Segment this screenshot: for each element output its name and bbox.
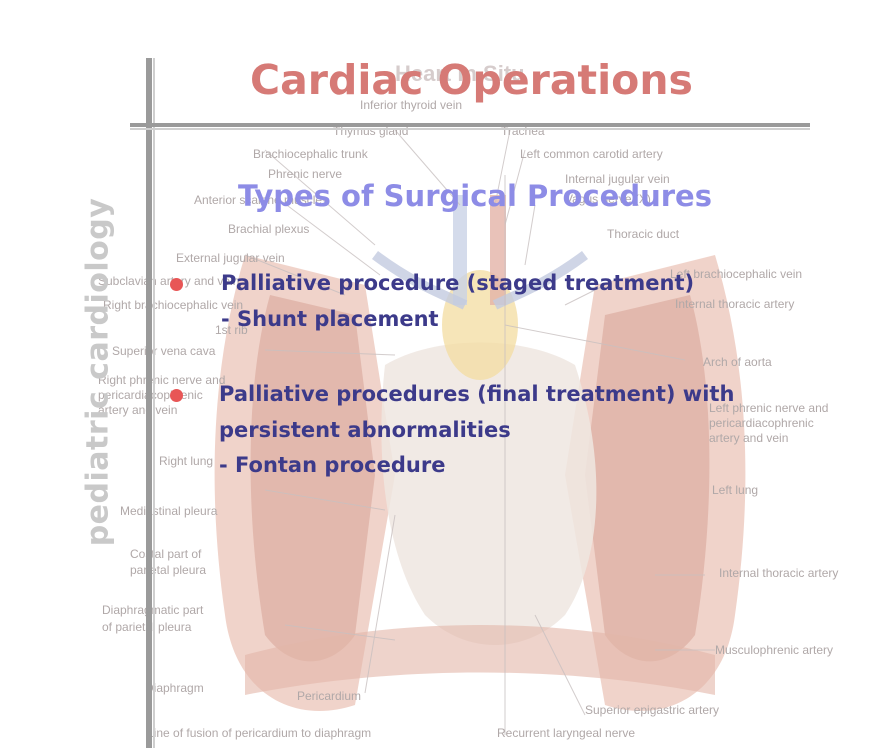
bullet-1-text: Palliative procedure (staged treatment) bbox=[221, 271, 695, 295]
svg-text:Right phrenic nerve and: Right phrenic nerve and bbox=[98, 373, 225, 387]
svg-text:Heart in Situ: Heart in Situ bbox=[395, 61, 525, 86]
horizontal-rule-shadow bbox=[130, 128, 810, 130]
svg-text:Arch of aorta: Arch of aorta bbox=[703, 355, 772, 369]
svg-text:Left phrenic nerve and: Left phrenic nerve and bbox=[709, 401, 828, 415]
svg-text:Inferior thyroid vein: Inferior thyroid vein bbox=[360, 98, 462, 112]
svg-text:Right lung: Right lung bbox=[159, 454, 213, 468]
svg-text:pericardiacophrenic: pericardiacophrenic bbox=[709, 416, 814, 430]
svg-text:Superior vena cava: Superior vena cava bbox=[112, 344, 216, 358]
sidebar-text: pediatric cardiology bbox=[80, 197, 116, 547]
svg-text:Recurrent laryngeal nerve: Recurrent laryngeal nerve bbox=[497, 726, 635, 740]
svg-text:Brachial plexus: Brachial plexus bbox=[228, 222, 309, 236]
slide-title: Cardiac Operations bbox=[250, 56, 693, 104]
svg-text:parietal pleura: parietal pleura bbox=[130, 563, 206, 577]
bullet-dot bbox=[170, 278, 183, 291]
svg-text:artery and vein: artery and vein bbox=[98, 403, 177, 417]
svg-text:Pericardium: Pericardium bbox=[297, 689, 361, 703]
bullet-1-subitem: - Shunt placement bbox=[221, 307, 439, 331]
svg-text:Musculophrenic artery: Musculophrenic artery bbox=[715, 643, 833, 657]
svg-text:Diaphragm: Diaphragm bbox=[145, 681, 204, 695]
svg-text:Mediastinal pleura: Mediastinal pleura bbox=[120, 504, 218, 518]
svg-text:Internal thoracic artery: Internal thoracic artery bbox=[719, 566, 838, 580]
svg-text:Internal jugular vein: Internal jugular vein bbox=[565, 172, 670, 186]
svg-text:1st rib: 1st rib bbox=[215, 323, 248, 337]
svg-text:Line of fusion of pericardium: Line of fusion of pericardium to diaphra… bbox=[147, 726, 371, 740]
svg-text:artery and vein: artery and vein bbox=[709, 431, 788, 445]
horizontal-rule bbox=[130, 123, 810, 127]
svg-text:Left lung: Left lung bbox=[712, 483, 758, 497]
svg-text:Internal thoracic artery: Internal thoracic artery bbox=[675, 297, 794, 311]
svg-text:Thymus gland: Thymus gland bbox=[333, 124, 408, 138]
svg-text:Costal part of: Costal part of bbox=[130, 547, 202, 561]
svg-text:Left common carotid artery: Left common carotid artery bbox=[520, 147, 663, 161]
slide-subtitle: Types of Surgical Procedures bbox=[238, 179, 712, 213]
svg-text:Subclavian artery and vein: Subclavian artery and vein bbox=[98, 274, 239, 288]
bullet-2-text-line-1: Palliative procedures (final treatment) … bbox=[219, 382, 735, 406]
svg-text:Superior epigastric artery: Superior epigastric artery bbox=[585, 703, 719, 717]
vertical-rule-shadow bbox=[153, 58, 155, 748]
bullet-2-text-line-2: persistent abnormalities bbox=[219, 418, 511, 442]
svg-text:Brachiocephalic trunk: Brachiocephalic trunk bbox=[253, 147, 369, 161]
svg-text:Right brachiocephalic vein: Right brachiocephalic vein bbox=[103, 298, 243, 312]
heart-in-situ-illustration: Heart in Situ Inferior thyroid vein Thym… bbox=[98, 61, 838, 740]
svg-text:Anterior scalene muscle: Anterior scalene muscle bbox=[194, 193, 322, 207]
svg-text:External jugular vein: External jugular vein bbox=[176, 251, 285, 265]
bullet-2-subitem: - Fontan procedure bbox=[219, 453, 446, 477]
vertical-rule bbox=[146, 58, 152, 748]
svg-text:Phrenic nerve: Phrenic nerve bbox=[268, 167, 342, 181]
svg-text:Trachea: Trachea bbox=[501, 124, 545, 138]
svg-text:Left brachiocephalic vein: Left brachiocephalic vein bbox=[670, 267, 802, 281]
bullet-dot bbox=[170, 389, 183, 402]
svg-text:Thoracic duct: Thoracic duct bbox=[607, 227, 680, 241]
svg-text:Vagus nerve (X): Vagus nerve (X) bbox=[565, 192, 651, 206]
